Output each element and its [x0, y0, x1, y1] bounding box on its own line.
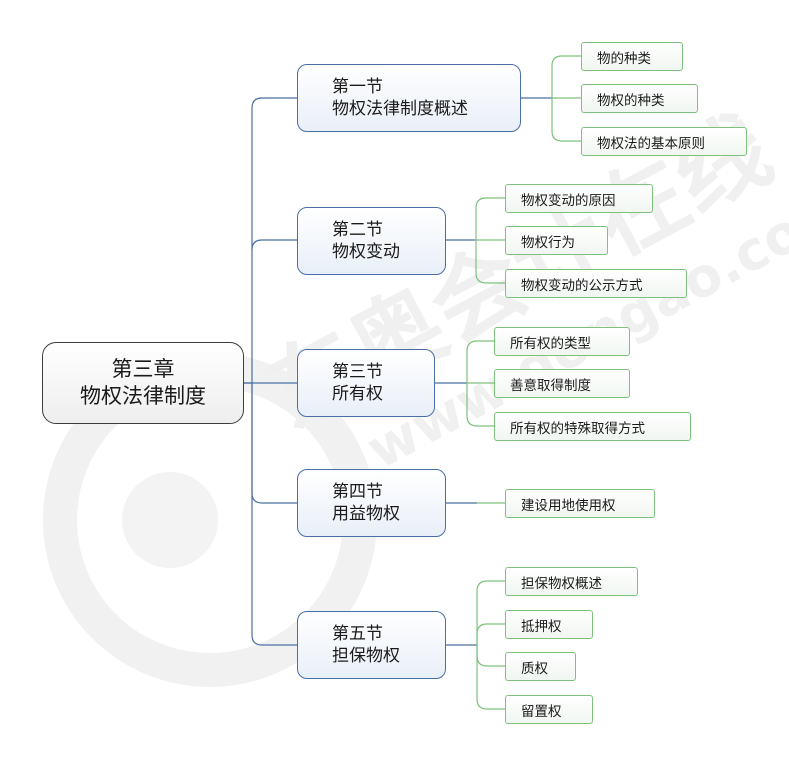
section-1-label: 第一节	[332, 77, 383, 97]
root-title-line1: 第三章	[111, 357, 175, 381]
section-2-label: 第二节	[332, 220, 383, 240]
leaf-label: 善意取得制度	[510, 377, 591, 394]
leaf-label: 物的种类	[597, 50, 651, 67]
leaf-label: 质权	[521, 660, 548, 677]
leaf-connector-1-1	[551, 55, 581, 98]
root-connector-2	[251, 239, 297, 251]
root-node: 第三章 物权法律制度	[42, 342, 244, 424]
leaf-label: 物权行为	[521, 234, 575, 251]
root-connector-1	[244, 97, 297, 384]
leaf-connectors	[466, 55, 581, 710]
leaf-node-2-1: 物权变动的原因	[505, 184, 653, 213]
leaf-connector-5-4	[476, 645, 505, 710]
root-connectors	[244, 97, 297, 646]
leaf-node-1-2: 物权的种类	[581, 84, 698, 113]
leaf-label: 物权变动的公示方式	[521, 277, 643, 294]
leaf-node-5-2: 抵押权	[505, 610, 593, 639]
leaf-label: 抵押权	[521, 618, 562, 635]
leaf-node-5-1: 担保物权概述	[505, 567, 638, 596]
section-3-label: 第三节	[332, 362, 383, 382]
leaf-node-1-3: 物权法的基本原则	[581, 127, 747, 156]
root-connector-5	[251, 383, 297, 646]
section-2-title: 物权变动	[332, 242, 400, 262]
section-3-title: 所有权	[332, 384, 383, 404]
leaf-label: 所有权的特殊取得方式	[510, 420, 645, 437]
section-node-1: 第一节 物权法律制度概述	[297, 64, 521, 132]
leaf-node-1-1: 物的种类	[581, 42, 683, 71]
leaf-node-2-2: 物权行为	[505, 226, 608, 255]
leaf-label: 担保物权概述	[521, 575, 602, 592]
section-5-title: 担保物权	[332, 646, 400, 666]
section-node-5: 第五节 担保物权	[297, 611, 446, 679]
leaf-label: 留置权	[521, 703, 562, 720]
section-connectors	[435, 97, 552, 646]
leaf-node-3-3: 所有权的特殊取得方式	[494, 412, 691, 441]
leaf-label: 建设用地使用权	[521, 497, 616, 514]
root-title-line2: 物权法律制度	[80, 384, 206, 408]
leaf-label: 所有权的类型	[510, 335, 591, 352]
section-node-2: 第二节 物权变动	[297, 207, 446, 275]
leaf-label: 物权的种类	[597, 92, 665, 109]
leaf-node-4-1: 建设用地使用权	[505, 489, 655, 518]
leaf-label: 物权变动的原因	[521, 192, 616, 209]
leaf-connector-1-3	[551, 98, 581, 142]
leaf-node-5-4: 留置权	[505, 695, 593, 724]
section-node-3: 第三节 所有权	[297, 349, 435, 417]
leaf-connector-5-3	[476, 645, 505, 667]
leaf-node-2-3: 物权变动的公示方式	[505, 269, 687, 298]
section-4-title: 用益物权	[332, 504, 400, 524]
leaf-connector-2-1	[475, 197, 505, 240]
leaf-node-3-1: 所有权的类型	[494, 327, 630, 356]
leaf-connector-5-1	[476, 580, 505, 645]
leaf-connector-3-1	[466, 340, 494, 383]
leaf-label: 物权法的基本原则	[597, 135, 705, 152]
leaf-connector-5-2	[476, 623, 505, 645]
section-4-label: 第四节	[332, 482, 383, 502]
leaf-node-5-3: 质权	[505, 652, 576, 681]
leaf-node-3-2: 善意取得制度	[494, 369, 630, 398]
root-connector-4	[251, 383, 297, 504]
section-1-title: 物权法律制度概述	[332, 99, 468, 119]
leaf-connector-2-3	[475, 240, 505, 284]
section-node-4: 第四节 用益物权	[297, 469, 446, 537]
leaf-connector-3-3	[466, 383, 494, 427]
section-5-label: 第五节	[332, 624, 383, 644]
